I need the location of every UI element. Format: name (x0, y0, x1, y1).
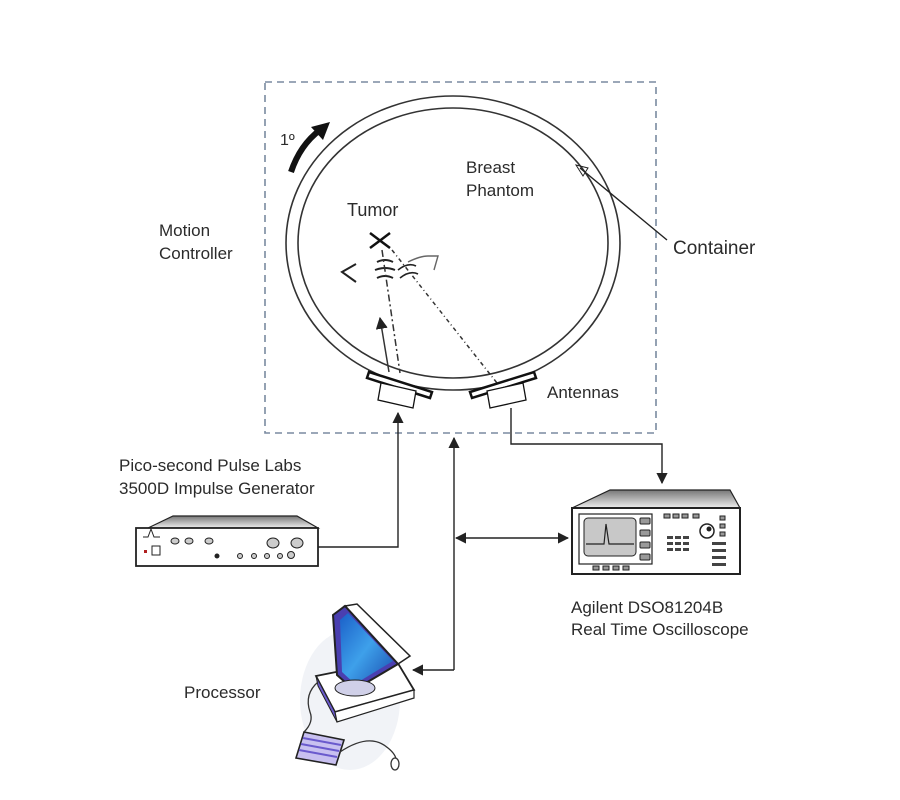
signal-paths (375, 249, 498, 384)
pulse-to-antenna-line (318, 411, 404, 548)
container-pointer (579, 167, 668, 241)
motion-controller-box (264, 81, 657, 434)
oscilloscope-label-line2: Real Time Oscilloscope (571, 620, 749, 639)
breast-phantom-label-line1: Breast (466, 158, 516, 177)
rotation-arrowhead-icon (311, 122, 330, 140)
scope-knob-icon (699, 523, 715, 539)
antenna-transmit (365, 370, 434, 409)
rotation-angle-label: 1º (280, 132, 295, 149)
antenna-to-scope-line (510, 408, 668, 485)
container-label: Container (673, 238, 756, 259)
tumor-label: Tumor (347, 200, 399, 220)
processor-computer-icon (294, 603, 416, 771)
scattered-wave-icon (340, 255, 439, 283)
pulse-generator-device (135, 515, 321, 567)
oscilloscope-device (571, 489, 742, 575)
motion-controller-label-line2: Controller (159, 244, 233, 263)
container-pointer-head (574, 164, 589, 177)
oscilloscope-label-line1: Agilent DSO81204B (571, 598, 724, 617)
antenna-receive (468, 370, 538, 409)
rotation-arrow-icon (288, 127, 322, 173)
pulse-generator-label-line2: 3500D Impulse Generator (119, 479, 315, 498)
tumor-marker-icon (369, 232, 391, 249)
motion-controller-label-line1: Motion (159, 221, 211, 240)
container-ring (285, 95, 621, 391)
antennas-label: Antennas (547, 383, 619, 402)
pulse-generator-label-line1: Pico-second Pulse Labs (119, 456, 302, 475)
processor-label: Processor (184, 683, 261, 702)
breast-phantom-label-line2: Phantom (466, 181, 535, 200)
